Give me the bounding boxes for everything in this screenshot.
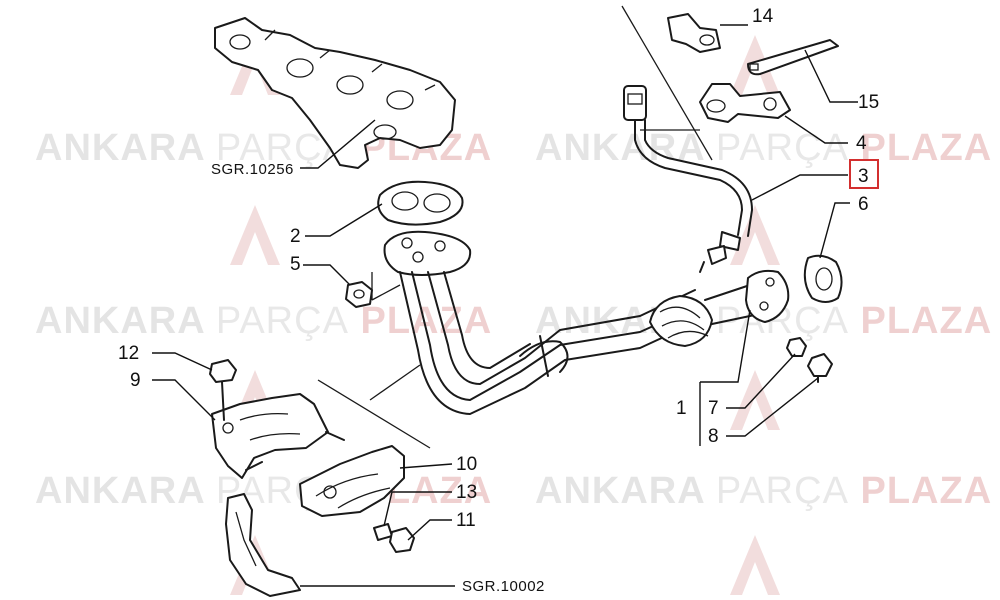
callout-11: 11 [456,510,476,531]
clamp-nut [786,337,807,357]
watermark: ANKARA PARÇA PLAZA ANKARA PARÇA PLAZA AN… [35,35,992,595]
callout-1: 1 [676,398,687,419]
lambda-sensor [623,85,753,273]
callout-13: 13 [456,482,477,503]
callout-5: 5 [290,254,301,275]
sensor-bracket [699,83,791,123]
sensor-clip [667,13,721,53]
front-pipe [383,230,790,415]
ref-manifold: SGR.10256 [211,161,294,178]
watermark-line-3: ANKARA PARÇA PLAZA [35,300,492,342]
rubber-mount [299,445,405,517]
watermark-line-2: ANKARA PARÇA PLAZA [535,127,992,169]
watermark-line-6: ANKARA PARÇA PLAZA [535,470,992,512]
mount-washer [373,523,393,541]
callout-10: 10 [456,454,477,475]
callout-3-highlight [849,159,879,189]
support-bracket [211,393,345,479]
callout-4: 4 [856,133,867,154]
callout-9: 9 [130,370,141,391]
rear-gasket [803,254,843,303]
exhaust-manifold [214,17,456,169]
manifold-gasket [377,180,464,226]
callout-7: 7 [708,398,719,419]
clamp-bolt [807,353,833,383]
callout-6: 6 [858,194,869,215]
leader-lines [152,24,858,587]
lower-support [225,493,301,597]
mount-nut [389,527,415,553]
callout-14: 14 [752,6,774,27]
callout-3: 3 [858,166,869,187]
callout-12: 12 [118,343,139,364]
callout-8: 8 [708,426,719,447]
flange-nut [345,281,373,308]
cable-tie [747,39,839,76]
watermark-line-5: ANKARA PARÇA PLAZA [35,470,492,512]
mount-bolt [209,359,237,421]
callout-2: 2 [290,226,301,247]
ref-support: SGR.10002 [462,578,545,595]
reference-lines [317,5,713,449]
callout-15: 15 [858,92,879,113]
